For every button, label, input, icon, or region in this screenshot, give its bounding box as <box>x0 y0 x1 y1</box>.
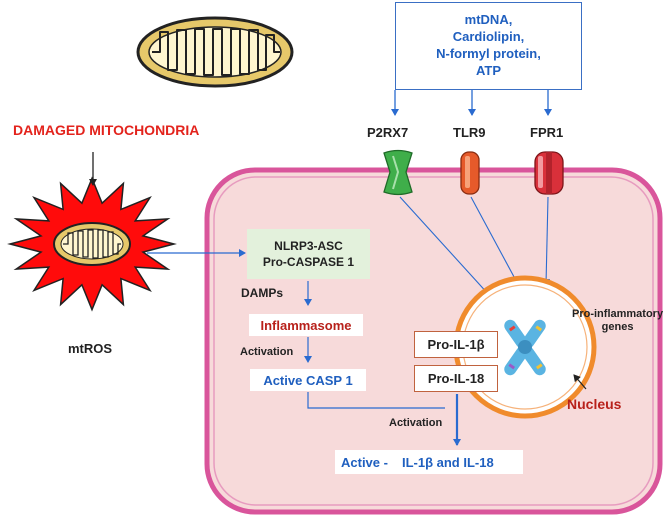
damps-line: N-formyl protein, <box>436 46 541 61</box>
chromosome-icon <box>504 319 546 376</box>
nlrp3-asc-box: NLRP3-ASC Pro-CASPASE 1 <box>247 229 370 279</box>
mitochondrion-healthy-icon <box>136 16 294 88</box>
active-il-box: Active - IL-1β and IL-18 <box>335 450 523 474</box>
pro-inflammatory-genes-label: Pro-inflammatory genes <box>572 308 663 333</box>
nlrp3-asc-label: NLRP3-ASC <box>274 238 343 253</box>
pro-il1b-box: Pro-IL-1β <box>414 331 498 358</box>
pro-caspase-label: Pro-CASPASE 1 <box>262 255 355 269</box>
inflammasome-box: Inflammasome <box>249 314 363 336</box>
damaged-mitochondria-label: DAMAGED MITOCHONDRIA <box>13 122 200 138</box>
tlr9-receptor-icon <box>460 151 480 195</box>
active-casp1-box: Active CASP 1 <box>250 369 366 391</box>
p2rx7-receptor-icon <box>383 149 413 196</box>
active-prefix: Active - <box>341 454 388 470</box>
damps-line: Cardiolipin, <box>452 29 525 45</box>
activation-label-1: Activation <box>240 346 294 358</box>
pro-il18-box: Pro-IL-18 <box>414 365 498 392</box>
damps-label: DAMPs <box>241 286 284 300</box>
fpr1-receptor-icon <box>534 151 564 195</box>
damps-list-box: mtDNA, Cardiolipin, N-formyl protein, AT… <box>395 2 582 90</box>
nucleus-label: Nucleus <box>567 396 622 412</box>
receptor-label-tlr9: TLR9 <box>453 125 486 140</box>
activation-label-2: Activation <box>389 417 443 429</box>
damps-line: ATP <box>475 62 502 78</box>
receptor-label-fpr1: FPR1 <box>530 125 564 140</box>
mtros-label: mtROS <box>68 341 113 356</box>
damps-line: mtDNA, <box>464 12 513 28</box>
receptor-label-p2rx7: P2RX7 <box>367 125 409 140</box>
active-products: IL-1β and IL-18 <box>401 454 494 470</box>
genes-line: Pro-inflammatory <box>572 308 664 320</box>
genes-line: genes <box>601 320 634 333</box>
mitochondrion-damaged-icon <box>7 176 177 312</box>
